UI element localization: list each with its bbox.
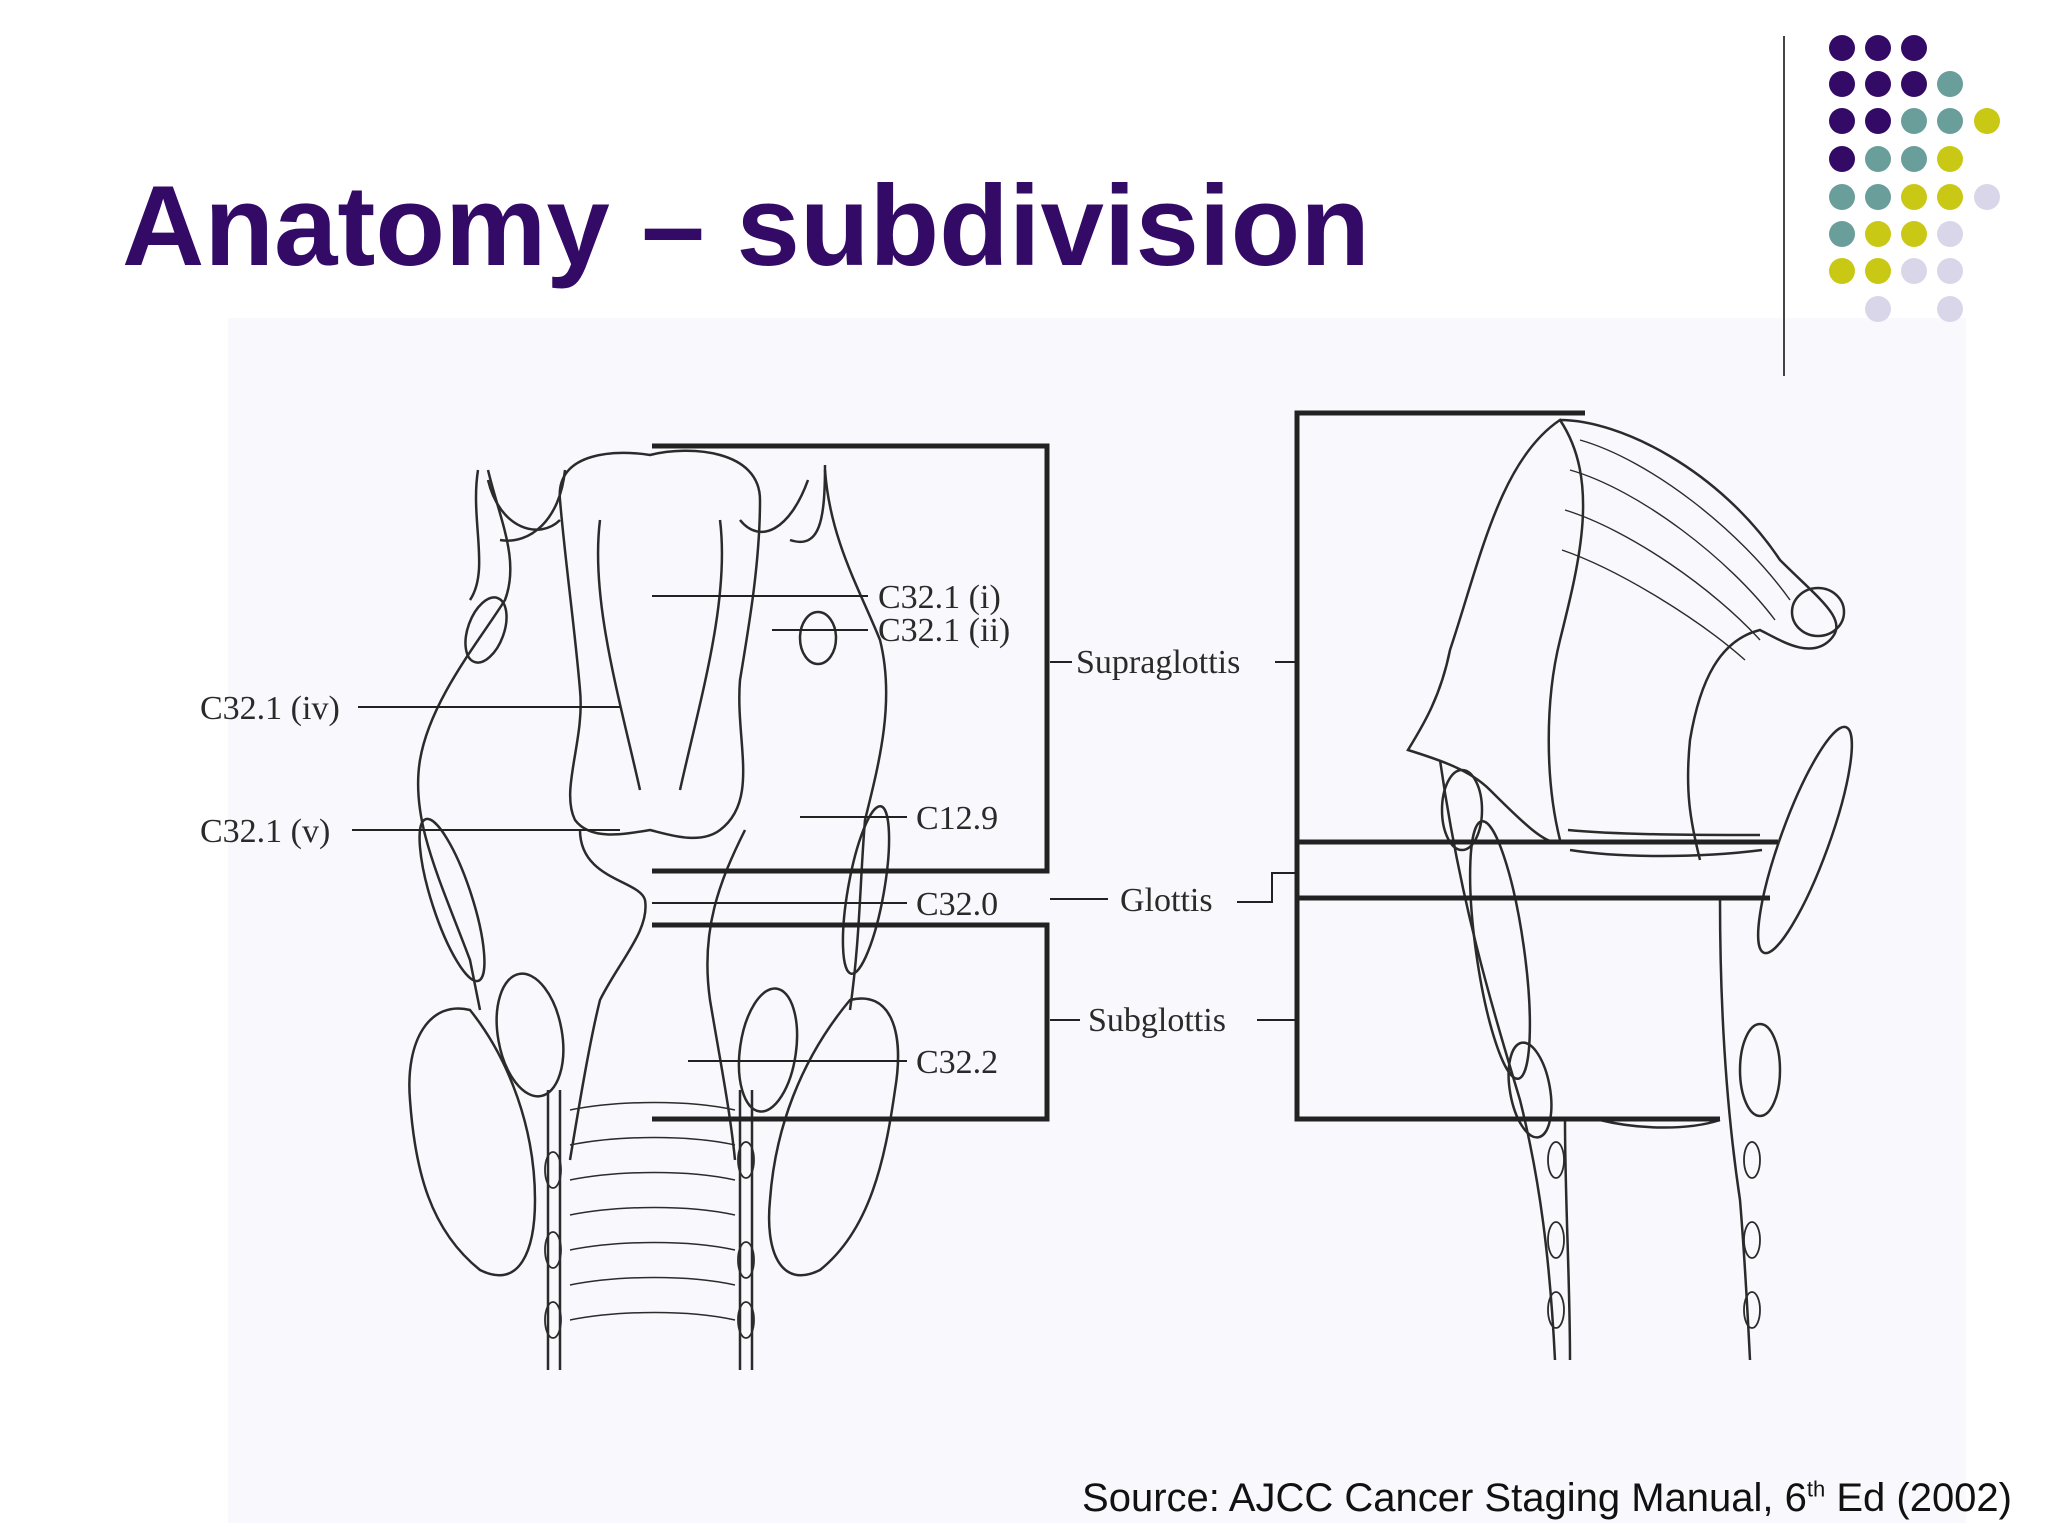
figure-background (228, 318, 1966, 1523)
subglottis-bracket (652, 922, 1050, 1122)
label-c32-1-iv: C32.1 (iv) (200, 690, 340, 727)
decorative-dot-grid (1829, 35, 2000, 322)
label-c32-1-ii: C32.1 (ii) (878, 612, 1010, 649)
source-suffix: Ed (2002) (1825, 1476, 2012, 1520)
dot (1901, 221, 1927, 247)
leader-lines (352, 595, 1297, 1062)
title-divider-line (1783, 36, 1785, 376)
dot (1829, 71, 1855, 97)
sagittal-outer-box (1294, 410, 1720, 1122)
dot (1901, 71, 1927, 97)
dot (1937, 146, 1963, 172)
label-supraglottis: Supraglottis (1076, 644, 1240, 681)
dot (1901, 184, 1927, 210)
dot (1865, 108, 1891, 134)
larynx-posterior-illustration (408, 449, 900, 1370)
dot (1937, 296, 1963, 322)
dot (1937, 258, 1963, 284)
region-brackets-right (1294, 410, 1778, 1122)
supraglottis-bracket (652, 443, 1050, 874)
dot (1865, 296, 1891, 322)
dot (1937, 221, 1963, 247)
label-glottis: Glottis (1120, 882, 1213, 919)
dot (1829, 35, 1855, 61)
dot (1829, 146, 1855, 172)
dot (1865, 71, 1891, 97)
region-brackets-left (652, 443, 1050, 1122)
dot (1829, 221, 1855, 247)
dot (1901, 258, 1927, 284)
source-superscript: th (1806, 1476, 1826, 1502)
dot (1865, 258, 1891, 284)
larynx-sagittal-illustration (1406, 418, 1854, 1361)
source-citation: Source: AJCC Cancer Staging Manual, 6th … (1082, 1476, 2012, 1521)
dot (1829, 184, 1855, 210)
label-c32-1-v: C32.1 (v) (200, 813, 330, 850)
dot (1937, 71, 1963, 97)
label-c32-2: C32.2 (916, 1044, 998, 1081)
dot (1937, 184, 1963, 210)
label-c32-0: C32.0 (916, 886, 998, 923)
dot (1829, 258, 1855, 284)
dot (1901, 108, 1927, 134)
label-c12-9: C12.9 (916, 800, 998, 837)
dot (1901, 146, 1927, 172)
slide-title: Anatomy – subdivision (122, 163, 1370, 290)
dot (1865, 221, 1891, 247)
label-c32-1-i: C32.1 (i) (878, 579, 1001, 616)
dot (1865, 35, 1891, 61)
dot (1829, 108, 1855, 134)
dot (1937, 108, 1963, 134)
dot (1974, 108, 2000, 134)
source-prefix: Source: AJCC Cancer Staging Manual, 6 (1082, 1476, 1807, 1520)
dot (1865, 146, 1891, 172)
dot (1974, 184, 2000, 210)
label-subglottis: Subglottis (1088, 1002, 1226, 1039)
dot (1901, 35, 1927, 61)
dot (1865, 184, 1891, 210)
